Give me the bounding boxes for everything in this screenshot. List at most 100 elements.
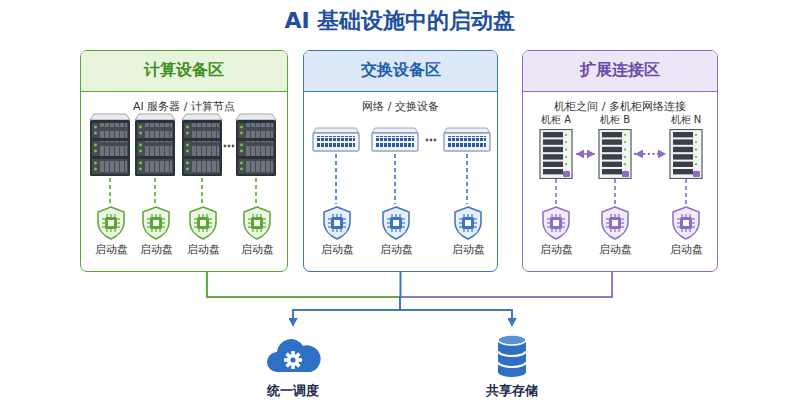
- dashed-link: [685, 179, 687, 206]
- chip-pin: [621, 218, 624, 219]
- chip-pin: [110, 214, 111, 217]
- chip-pin: [147, 226, 150, 227]
- chip-pin: [610, 214, 611, 217]
- chip-pin: [387, 222, 390, 223]
- boot-disk-icon: [371, 206, 421, 240]
- rack-unit: [602, 139, 622, 144]
- node-heading: 启动盘: [371, 242, 421, 257]
- chip-pin: [467, 214, 468, 217]
- chip-pin: [151, 214, 152, 217]
- chip-pin: [194, 226, 197, 227]
- chip-pin: [610, 229, 611, 232]
- gear-hole: [290, 357, 295, 362]
- flow-arrow: [207, 272, 512, 326]
- ellipsis-dot: [232, 145, 235, 148]
- chip-pin: [209, 226, 212, 227]
- boot-node: 启动盘: [312, 206, 362, 254]
- chip-body: [105, 217, 117, 229]
- rack-led: [565, 134, 567, 136]
- rack-led: [695, 134, 697, 136]
- dashed-wire: [255, 178, 257, 204]
- chip-pin: [263, 222, 266, 223]
- rack-led: [695, 156, 697, 158]
- shield-outline: [543, 207, 569, 239]
- database-band: [498, 351, 526, 356]
- rack-unit: [602, 169, 622, 174]
- chip-pin: [387, 218, 390, 219]
- ellipsis-dot: [224, 145, 227, 148]
- group-node: 机柜 A机柜 B机柜 N启动盘启动盘启动盘扩展连接区机柜之间 / 多机柜网络连接: [522, 50, 718, 272]
- boot-node: 启动盘: [86, 206, 136, 254]
- rack-led: [624, 141, 626, 143]
- chip-pin: [395, 214, 396, 217]
- boot-node: 启动盘: [443, 206, 493, 254]
- chip-body: [150, 217, 162, 229]
- chip-pin: [391, 214, 392, 217]
- server-symbol: [182, 114, 222, 176]
- chip-pin: [395, 229, 396, 232]
- dashed-wire: [154, 178, 156, 204]
- rack-frame: [670, 130, 702, 179]
- database-top: [498, 335, 526, 345]
- rack-led: [565, 148, 567, 150]
- switch-symbol: [372, 128, 418, 151]
- rack-chip: [563, 171, 570, 177]
- chip-pin: [677, 218, 680, 219]
- chip-pin: [606, 226, 609, 227]
- chip-pin: [206, 214, 207, 217]
- chip-pin: [252, 229, 253, 232]
- chip-pin: [474, 222, 477, 223]
- rack-unit: [673, 147, 693, 152]
- chip-pin: [328, 222, 331, 223]
- chip-core: [465, 220, 471, 226]
- server-symbol: [236, 114, 276, 176]
- chip-core: [393, 220, 399, 226]
- node-heading: 交换设备区: [304, 60, 497, 81]
- chip-pin: [559, 229, 560, 232]
- chip-pin: [547, 226, 550, 227]
- node-heading: 启动盘: [232, 242, 282, 257]
- chip-pin: [343, 218, 346, 219]
- chip-pin: [562, 222, 565, 223]
- chip-pin: [147, 222, 150, 223]
- rack-led: [624, 134, 626, 136]
- switch-symbol: [313, 128, 359, 151]
- cloud-shape: [267, 339, 321, 372]
- chip-pin: [328, 218, 331, 219]
- chip-pin: [555, 229, 556, 232]
- shield-outline: [383, 207, 409, 239]
- cloud-icon: [263, 330, 323, 380]
- chip-pin: [159, 229, 160, 232]
- chip-pin: [102, 226, 105, 227]
- chip-pin: [692, 218, 695, 219]
- boot-disk-icon: [178, 206, 228, 240]
- chip-pin: [155, 214, 156, 217]
- chip-pin: [209, 218, 212, 219]
- boot-node: 启动盘: [178, 206, 228, 254]
- chip-pin: [681, 214, 682, 217]
- rack-led: [624, 148, 626, 150]
- rack-unit: [543, 162, 563, 167]
- node-heading: 计算设备区: [81, 60, 287, 81]
- node-heading: 启动盘: [590, 242, 640, 257]
- group-node: 启动盘启动盘启动盘启动盘计算设备区AI 服务器 / 计算节点: [80, 50, 288, 272]
- chip-pin: [689, 229, 690, 232]
- chip-pin: [263, 218, 266, 219]
- chip-pin: [618, 229, 619, 232]
- chip-pin: [114, 214, 115, 217]
- node-heading: 启动盘: [443, 242, 493, 257]
- chip-pin: [147, 218, 150, 219]
- shield-outline: [143, 207, 169, 239]
- chip-pin: [336, 229, 337, 232]
- chip-pin: [198, 229, 199, 232]
- chip-pin: [248, 222, 251, 223]
- chip-pin: [399, 229, 400, 232]
- rack-unit: [543, 139, 563, 144]
- chip-pin: [106, 214, 107, 217]
- chip-core: [612, 220, 618, 226]
- boot-disk-icon: [661, 206, 711, 240]
- node-heading: 启动盘: [661, 242, 711, 257]
- node-heading: 启动盘: [131, 242, 181, 257]
